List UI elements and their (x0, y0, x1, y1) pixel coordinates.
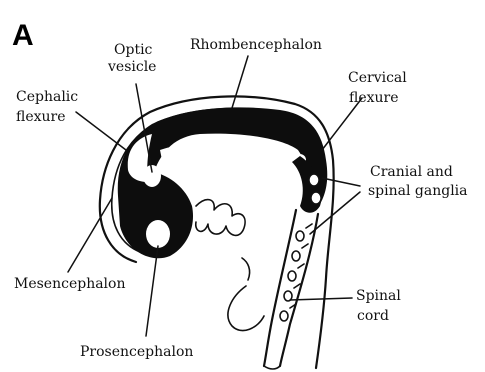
spinal-cord-right-edge (280, 214, 318, 366)
prosencephalon-lumen (146, 220, 170, 248)
label-rhombencephalon: Rhombencephalon (190, 37, 322, 53)
label-cranial-spinal-ganglia: Cranial and spinal ganglia (368, 164, 468, 199)
leader-rhombencephalon (232, 56, 248, 108)
label-spinal-cord: Spinal cord (356, 288, 405, 324)
label-optic-vesicle: Optic vesicle (107, 42, 157, 75)
spinal-cord-left-edge (264, 210, 296, 366)
label-cervical-flexure: Cervical flexure (348, 70, 411, 106)
leader-prosencephalon (146, 246, 158, 336)
label-prosencephalon: Prosencephalon (80, 344, 193, 360)
embryo-drawing (100, 96, 334, 369)
leader-cephalic-flexure (76, 112, 126, 150)
ventral-loop (228, 286, 264, 331)
pharyngeal-arches (196, 200, 245, 236)
ventral-loop-stem (242, 258, 250, 280)
spinal-cord-bottom (264, 366, 280, 369)
leader-spinal-cord (290, 298, 352, 300)
label-cephalic-flexure: Cephalic flexure (16, 89, 83, 125)
label-mesencephalon: Mesencephalon (14, 276, 125, 292)
leader-cranial-ganglia (322, 178, 360, 186)
panel-label: A (12, 19, 34, 52)
